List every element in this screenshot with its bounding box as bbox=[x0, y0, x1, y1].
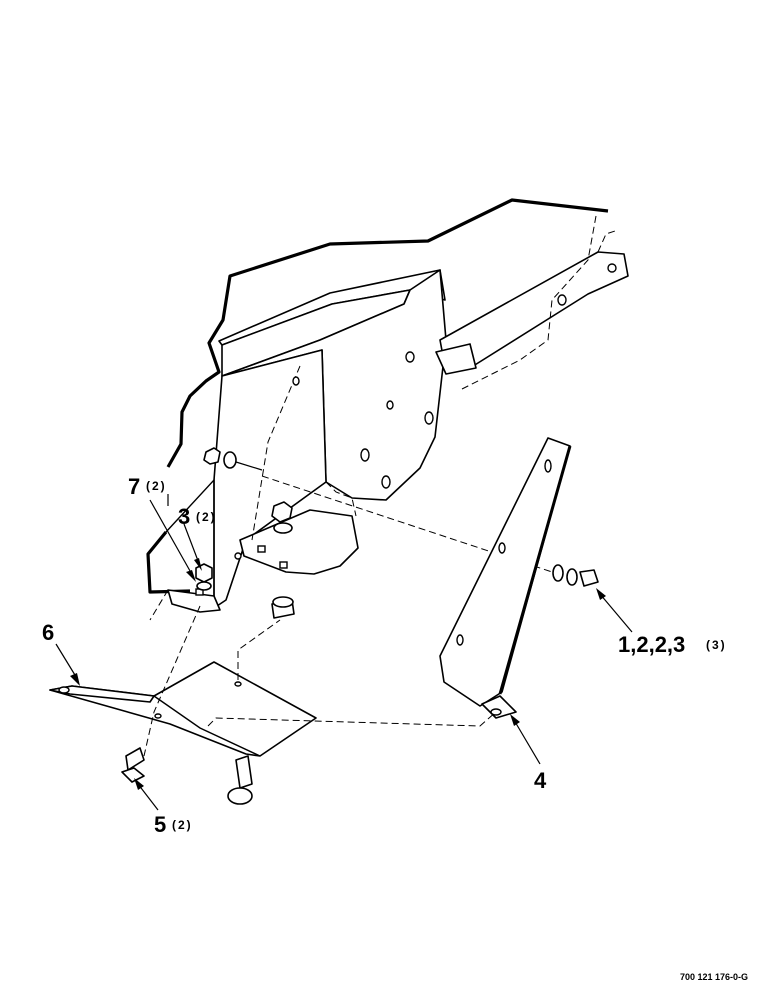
skid-plate-crease bbox=[153, 695, 261, 757]
callout-4-number: 4 bbox=[534, 768, 547, 793]
frame-hole-8 bbox=[607, 263, 617, 273]
bolt-washer-1 bbox=[552, 564, 564, 582]
shield-slot-low bbox=[456, 634, 464, 646]
shield-slot-mid bbox=[498, 542, 506, 554]
upper-washer bbox=[223, 451, 237, 469]
screw-5 bbox=[125, 747, 145, 771]
frame-hole-5 bbox=[381, 475, 391, 489]
frame-right-arm-tab bbox=[435, 343, 477, 375]
frame-square-hole-2 bbox=[279, 561, 288, 569]
frame-square-hole-1 bbox=[257, 545, 266, 553]
callout-3-qty: (2) bbox=[196, 510, 217, 524]
callout-labels: 7 (2) 3 (2) 6 5 (2) 4 1,2,2,3 (3) bbox=[42, 474, 727, 837]
frame-hole-4 bbox=[360, 448, 370, 462]
leader-1223 bbox=[599, 593, 633, 633]
frame-lower-edge bbox=[165, 478, 215, 596]
skid-plate-hole-1 bbox=[154, 713, 162, 719]
frame-hole-2 bbox=[424, 411, 434, 425]
leader-6 bbox=[55, 643, 79, 681]
shield-foot-hole bbox=[490, 708, 502, 716]
frame-hole-1 bbox=[405, 351, 415, 363]
skid-plate-hole-2 bbox=[234, 681, 242, 687]
upper-bolt-shank bbox=[235, 461, 263, 471]
bracket-washer bbox=[273, 522, 293, 534]
arrowhead-1223 bbox=[596, 588, 606, 600]
bracket-nut-top bbox=[271, 501, 293, 523]
frame-plate-hidden-left bbox=[251, 365, 301, 541]
hardware bbox=[121, 447, 599, 805]
arrowhead-5 bbox=[134, 778, 144, 790]
frame-to-skid-line bbox=[149, 589, 169, 621]
skid-plate-part-6 bbox=[49, 661, 317, 757]
carriage-bolt-head bbox=[227, 787, 253, 805]
leader-5 bbox=[137, 783, 159, 811]
carriage-bolt-shank bbox=[235, 755, 253, 789]
bolt-head bbox=[579, 569, 599, 587]
skid-to-frame-line bbox=[143, 605, 201, 757]
callout-5-qty: (2) bbox=[172, 818, 193, 832]
frame-break-line bbox=[166, 198, 609, 468]
callout-1223-qty: (3) bbox=[706, 638, 727, 652]
arrowhead-6 bbox=[70, 673, 80, 686]
item3-nut bbox=[195, 563, 213, 583]
main-frame-assembly bbox=[146, 198, 629, 613]
bolt-washer-2 bbox=[566, 568, 578, 586]
leader-4 bbox=[513, 719, 541, 765]
callout-1223-number: 1,2,2,3 bbox=[618, 632, 685, 657]
callout-7-qty: (2) bbox=[146, 479, 167, 493]
frame-hole-6 bbox=[292, 376, 300, 386]
frame-hole-7 bbox=[557, 294, 567, 306]
bracket-spacer-top bbox=[272, 596, 294, 608]
skid-to-spacer-line bbox=[237, 619, 281, 680]
skid-plate-body bbox=[49, 661, 317, 757]
reference-code: 700 121 176-0-G bbox=[680, 972, 748, 982]
skid-plate-lip bbox=[49, 685, 155, 703]
assembly-lines bbox=[143, 589, 497, 757]
callout-6-number: 6 bbox=[42, 620, 54, 645]
leader-arrows bbox=[55, 494, 633, 811]
frame-bottom-bracket bbox=[239, 509, 359, 575]
callout-7-number: 7 bbox=[128, 474, 140, 499]
callout-5-number: 5 bbox=[154, 812, 166, 837]
frame-break-line-lower bbox=[146, 530, 191, 594]
skid-plate-tip-hole bbox=[58, 686, 70, 694]
shield-part-4 bbox=[439, 437, 572, 719]
upper-nut bbox=[203, 447, 221, 465]
skid-to-shield-line bbox=[207, 711, 497, 727]
shield-body bbox=[439, 437, 571, 707]
frame-hole-9 bbox=[234, 552, 242, 560]
arrowhead-7 bbox=[186, 570, 196, 582]
shield-slot-top bbox=[544, 459, 552, 473]
arrowhead-4 bbox=[510, 714, 520, 726]
frame-hole-3 bbox=[386, 400, 394, 410]
frame-bracket-hidden bbox=[325, 481, 357, 517]
callout-3-number: 3 bbox=[178, 504, 190, 529]
leader-7 bbox=[149, 499, 195, 579]
frame-lower-flange bbox=[167, 589, 221, 613]
frame-right-arm-hidden bbox=[459, 215, 597, 391]
shield-thick-edge bbox=[498, 445, 572, 695]
frame-right-arm-hidden-2 bbox=[597, 229, 619, 253]
arrowhead-3 bbox=[194, 558, 202, 571]
screw-5-head bbox=[121, 767, 145, 783]
item3-washer bbox=[196, 581, 212, 591]
